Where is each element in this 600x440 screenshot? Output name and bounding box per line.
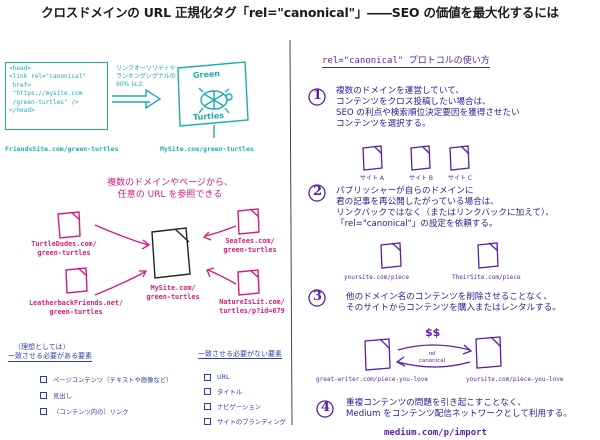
pink-docs: [57, 208, 260, 296]
step-1-number: 1: [313, 88, 323, 103]
node-center-mysite: MySite.com/green-turtles: [146, 284, 200, 301]
not-match-item: URL: [204, 374, 289, 381]
protocol-heading: rel="canonical" プロトコルの使い方: [322, 56, 490, 68]
step-3-text: 他のドメイン名のコンテンツを削除させることなく、 そのサイトからコンテンツを購入…: [346, 292, 561, 313]
yoursite-piece-label: yoursite.com/piece: [344, 274, 410, 281]
node-leatherback: LeatherbackFriends.net/green-turtles: [28, 299, 124, 316]
medium-import-url: medium.com/p/import: [384, 428, 487, 438]
step-4-number: 4: [321, 400, 331, 415]
theirsite-piece-label: TheirSite.com/piece: [452, 274, 521, 281]
step-4-text: 重複コンテンツの問題を引き起こすことなく、 Medium をコンテンツ配信ネット…: [346, 398, 572, 419]
site-c-label: サイト C: [448, 175, 473, 182]
step-number-circles: [308, 88, 334, 418]
step-2-number: 2: [313, 184, 323, 199]
must-match-item: ページコンテンツ（テキストや画像など）: [40, 375, 195, 384]
green-turtles-sign-icon: [177, 61, 249, 138]
not-match-item: サイトのブランディング: [204, 417, 289, 426]
step-2-text: パブリッシャーが自らのドメインに 君の記事を再公開したがっている場合は、 リンク…: [336, 186, 554, 229]
node-turtledudes: TurtleDudes.com/green-turtles: [31, 240, 97, 257]
checkbox-icon: [40, 376, 47, 383]
node-natureislit: NatureIsLit.com/turtles/p?id=679: [219, 298, 285, 315]
must-match-item: 見出し: [40, 391, 195, 400]
not-match-item: ナビゲーション: [204, 402, 289, 411]
canonical-arrow-icon: [112, 88, 162, 110]
step-docs: [362, 145, 502, 371]
authority-note: リンクオーソリティや ランキングシグナルの 90% 以上: [116, 65, 176, 88]
step3-arrows: [395, 344, 473, 368]
rel-canonical-arrow-label: rel canonical: [418, 351, 446, 364]
not-match-list: URL タイトル ナビゲーション サイトのブランディング: [204, 374, 289, 426]
checkbox-icon: [204, 374, 211, 381]
yoursite-piece-you-love-label: yoursite.com/piece-you-love: [466, 376, 564, 383]
checkbox-icon: [40, 408, 47, 415]
multi-domain-heading: 複数のドメインやページから、 任意の URL を参照できる: [107, 178, 233, 200]
must-match-heading: （理想としては） 一致させる必要がある要素: [8, 343, 92, 362]
friends-site-url: FriendsSite.com/green-turtles: [5, 145, 119, 153]
money-label: $$: [425, 326, 441, 339]
reference-arrows: [94, 224, 237, 296]
site-b-label: サイト B: [409, 175, 434, 182]
page-title: クロスドメインの URL 正規化タグ「rel="canonical"」――SEO…: [41, 5, 559, 20]
checkbox-icon: [204, 418, 211, 425]
center-doc: [151, 227, 191, 279]
step-1-text: 複数のドメインを運営していて、 コンテンツをクロス投稿したい場合は、 SEO の…: [336, 86, 520, 129]
not-match-heading: 一致させる必要がない要素: [198, 350, 282, 359]
must-match-list: ページコンテンツ（テキストや画像など） 見出し （コンテンツ内の）リンク: [40, 375, 195, 416]
node-seatees: SeaTees.com/green-turtles: [223, 237, 277, 254]
site-a-label: サイト A: [360, 175, 385, 182]
step-3-number: 3: [313, 289, 323, 304]
vertical-divider: [289, 39, 293, 426]
sign-top-text: Green: [192, 69, 221, 80]
checkbox-icon: [40, 392, 47, 399]
checkbox-icon: [204, 388, 211, 395]
great-writer-label: great-writer.com/piece-you-love: [316, 376, 428, 383]
must-match-item: （コンテンツ内の）リンク: [40, 407, 195, 416]
canonical-code-snippet: <head> <link rel="canonical" href= "http…: [5, 62, 108, 130]
checkbox-icon: [204, 403, 211, 410]
not-match-item: タイトル: [204, 387, 289, 396]
my-site-url: MySite.com/green-turtles: [160, 145, 254, 153]
